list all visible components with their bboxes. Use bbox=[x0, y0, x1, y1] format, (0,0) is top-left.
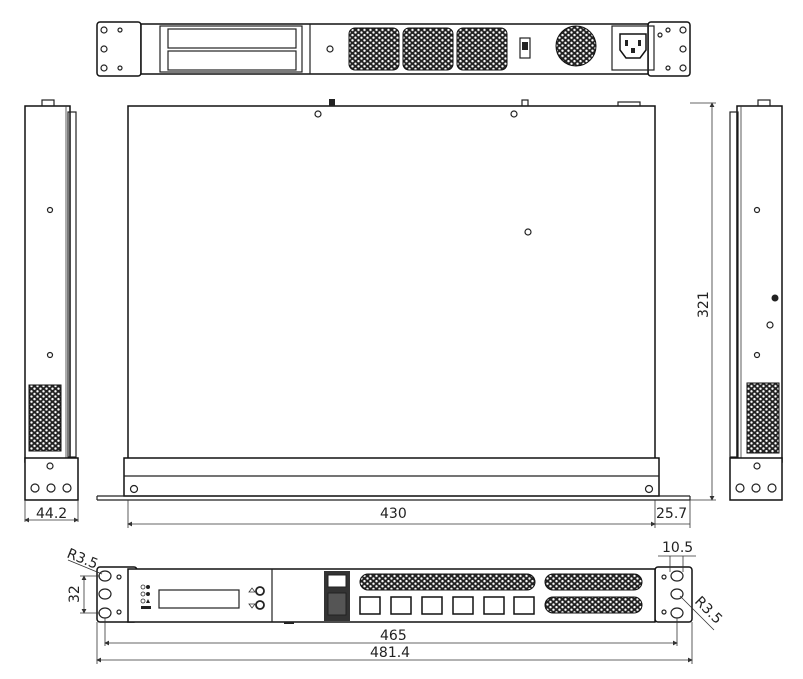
dim-depth: 321 bbox=[696, 291, 712, 318]
front-view bbox=[96, 566, 693, 624]
dim-side-height: 44.2 bbox=[36, 506, 67, 522]
dim-hole-radius-right: R3.5 bbox=[691, 594, 725, 628]
top-view bbox=[96, 99, 691, 501]
ethernet-ports bbox=[359, 596, 535, 615]
status-leds bbox=[140, 584, 151, 609]
dim-ear-depth: 25.7 bbox=[656, 506, 687, 522]
dim-hole-spacing: 32 bbox=[67, 585, 83, 603]
rear-view bbox=[96, 21, 691, 77]
dimension-lines bbox=[24, 102, 716, 664]
dim-ear-hole-offset: 10.5 bbox=[662, 540, 693, 556]
lcd-display bbox=[158, 589, 240, 609]
dim-hole-radius-left: R3.5 bbox=[65, 546, 101, 573]
left-side-view bbox=[24, 99, 79, 501]
right-side-view bbox=[729, 99, 783, 501]
dim-body-width: 430 bbox=[380, 506, 407, 522]
dim-overall-width: 481.4 bbox=[370, 645, 410, 661]
dim-mount-width: 465 bbox=[380, 628, 407, 644]
